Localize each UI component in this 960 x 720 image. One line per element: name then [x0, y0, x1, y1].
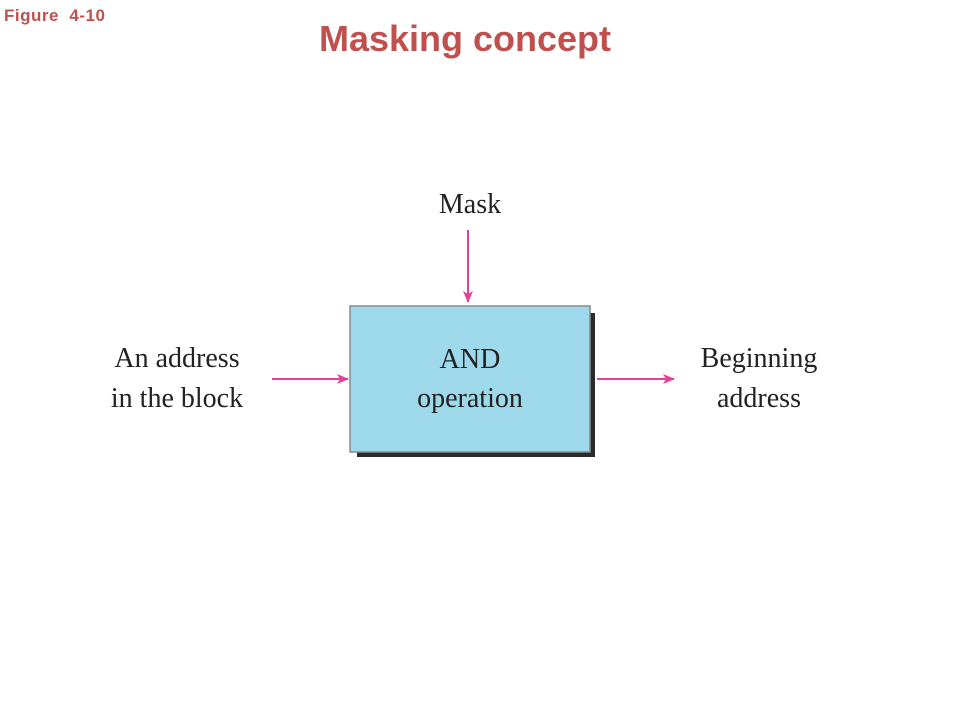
and-operation-box [349, 305, 591, 453]
figure-label: Figure 4-10 [4, 6, 106, 25]
output-label-line2: address [717, 383, 801, 414]
output-label-line1: Beginning [701, 343, 818, 374]
box-label-line1: AND [440, 344, 501, 375]
input-label-line1: An address [114, 343, 239, 374]
mask-label: Mask [439, 189, 501, 220]
slide-title: Masking concept [318, 18, 612, 59]
box-label-line2: operation [417, 383, 523, 414]
input-label-line2: in the block [111, 383, 243, 414]
